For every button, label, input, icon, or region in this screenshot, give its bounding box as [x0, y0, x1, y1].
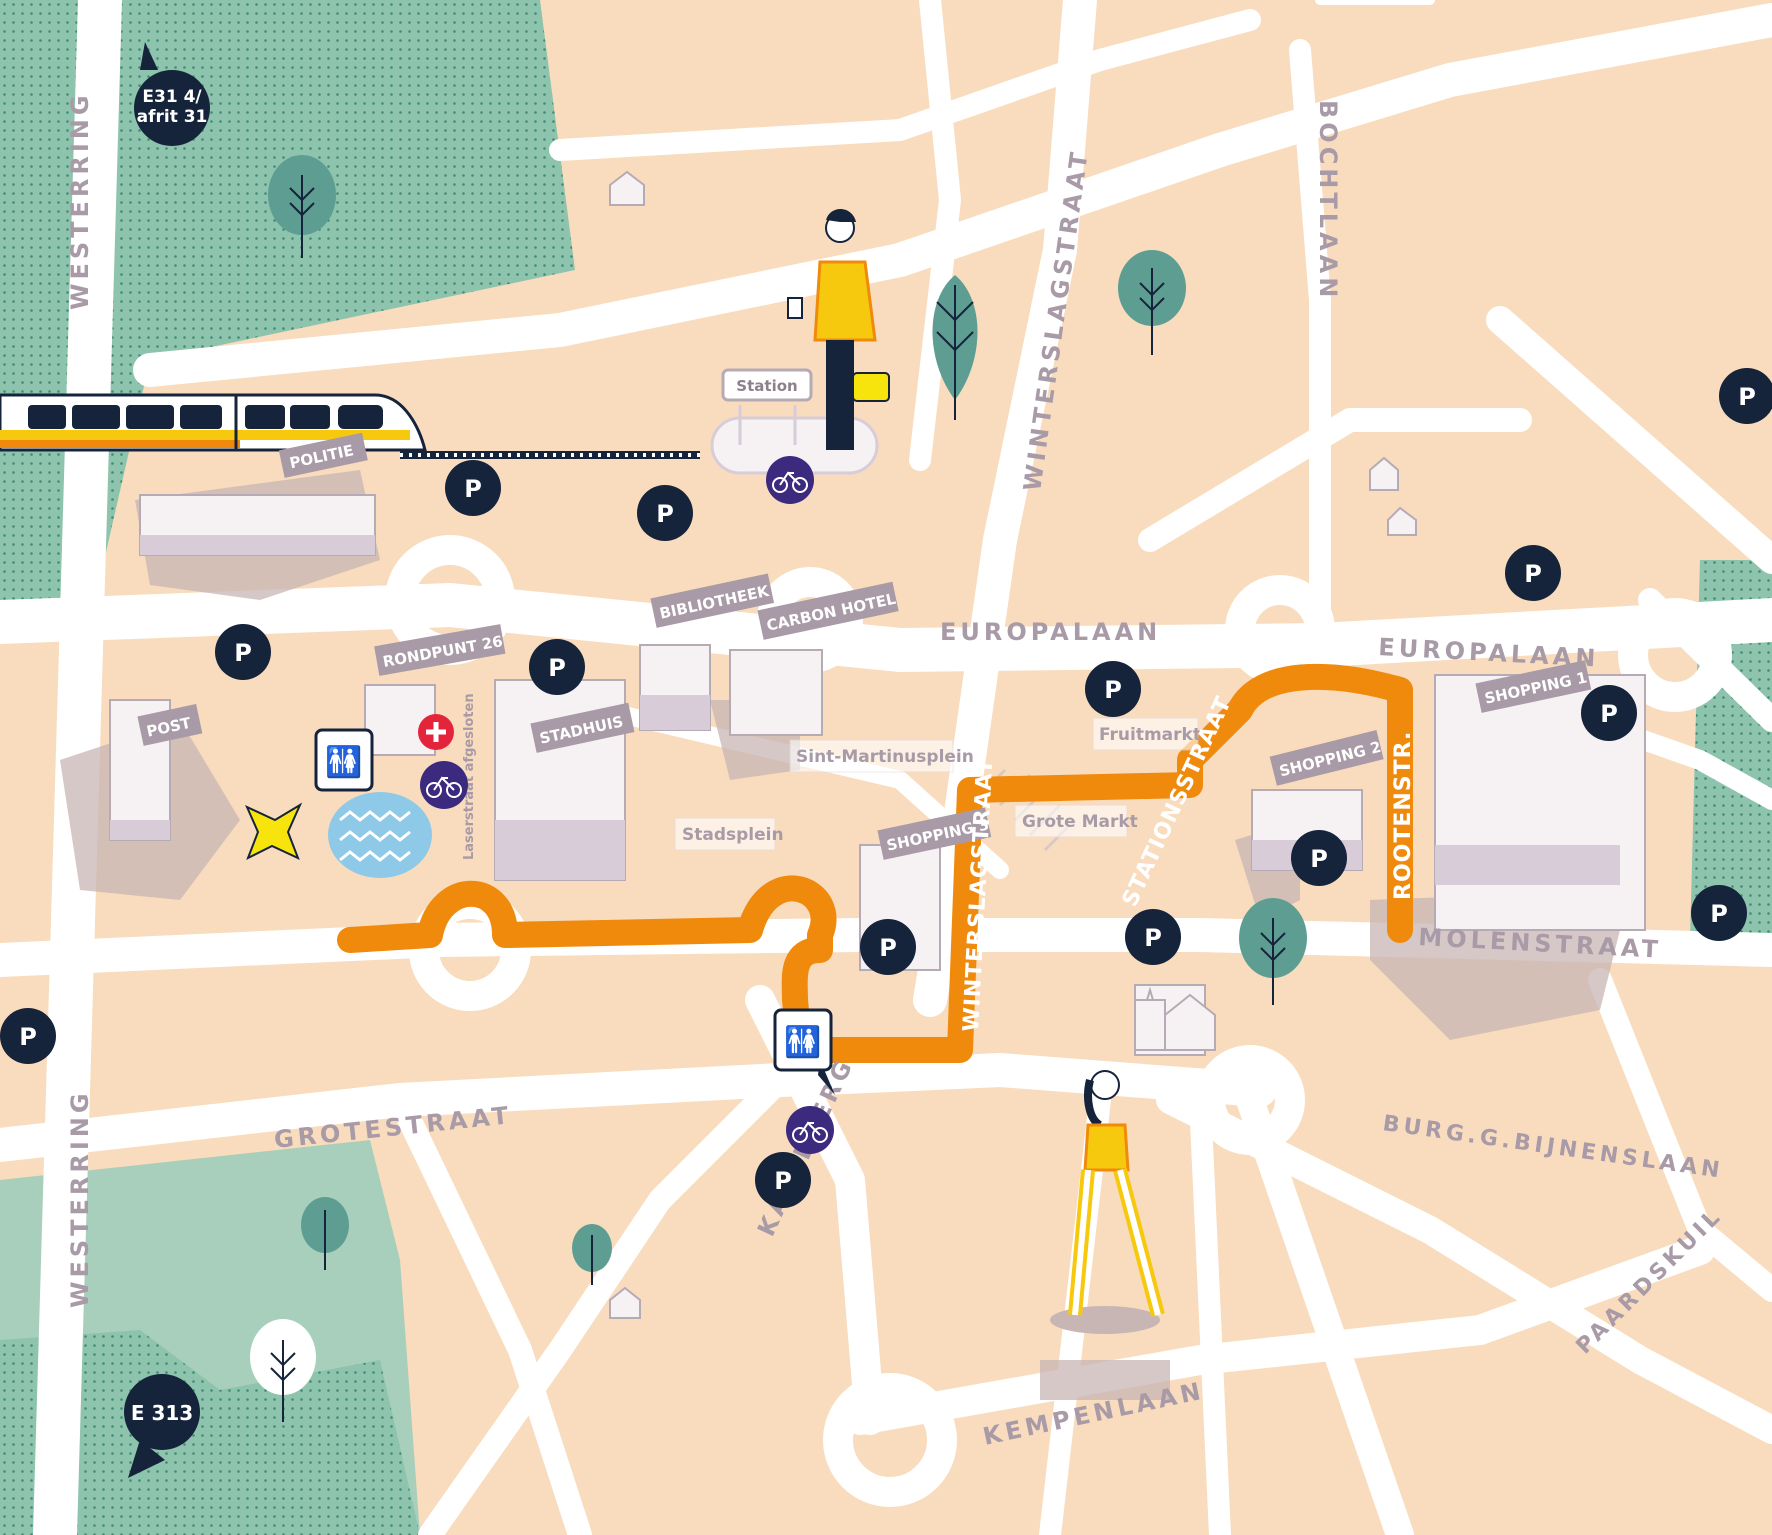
- park-northwest: [0, 0, 575, 600]
- parking-icon: P: [860, 919, 916, 975]
- toilet-icon: 🚻: [314, 728, 374, 792]
- street-westerring-bottom: WESTERRING: [66, 1089, 94, 1308]
- svg-text:P: P: [19, 1023, 37, 1051]
- man-with-coffee-figure: [787, 208, 890, 450]
- parking-icon: P: [1085, 661, 1141, 717]
- tag-post: POST: [137, 704, 203, 746]
- tree-icon: [572, 1224, 612, 1285]
- tree-icon: [932, 275, 978, 420]
- toilet-icon: 🚻: [773, 1008, 835, 1095]
- star-icon: [245, 802, 303, 861]
- tree-icon: [1118, 250, 1186, 355]
- svg-text:P: P: [464, 475, 482, 503]
- svg-text:🚻: 🚻: [325, 744, 362, 780]
- tree-icon: [250, 1319, 316, 1422]
- small-houses: [609, 170, 1417, 1319]
- svg-text:P: P: [234, 639, 252, 667]
- parking-icon: P: [1581, 685, 1637, 741]
- street-europalaan-1: EUROPALAAN: [940, 618, 1161, 646]
- svg-text:P: P: [1144, 924, 1162, 952]
- bike-icon: [766, 456, 814, 504]
- tree-icon: [1239, 898, 1307, 1005]
- trees: [250, 155, 1307, 1422]
- square-stadsplein: Stadsplein: [674, 817, 784, 851]
- svg-text:P: P: [656, 500, 674, 528]
- bike-icon: [420, 761, 468, 809]
- parking-icon: P: [1291, 830, 1347, 886]
- square-fruitmarkt: Fruitmarkt: [1092, 717, 1201, 751]
- svg-text:Grote Markt: Grote Markt: [1022, 812, 1138, 832]
- svg-text:P: P: [774, 1167, 792, 1195]
- svg-text:P: P: [1310, 845, 1328, 873]
- parking-icon: P: [1125, 909, 1181, 965]
- parking-icon: P: [445, 460, 501, 516]
- woman-walking-figure: [1050, 1070, 1165, 1334]
- svg-text:E 313: E 313: [131, 1401, 193, 1425]
- parking-icon: P: [637, 485, 693, 541]
- parking-icon: P: [1719, 368, 1772, 424]
- highway-e314-badge: E31 4/ afrit 31: [134, 42, 210, 146]
- walking-route: [337, 663, 1413, 1063]
- fountain-icon: [328, 792, 432, 878]
- first-aid-icon: [418, 714, 454, 750]
- svg-text:P: P: [548, 654, 566, 682]
- tree-icon: [268, 155, 336, 258]
- parking-icon: P: [529, 639, 585, 695]
- station-sign: [721, 368, 813, 402]
- svg-text:P: P: [1104, 676, 1122, 704]
- train-icon: [0, 393, 427, 452]
- svg-text:🚻: 🚻: [784, 1024, 821, 1060]
- square-sint-martinusplein: Sint-Martinusplein: [789, 739, 974, 773]
- street-laserstraat: Laserstraat afgesloten: [462, 693, 477, 860]
- building-carbon: [729, 649, 823, 736]
- svg-text:Stadsplein: Stadsplein: [682, 825, 784, 845]
- svg-text:E31 4/: E31 4/: [142, 87, 202, 107]
- parking-icon: P: [755, 1152, 811, 1208]
- tree-icon: [301, 1197, 349, 1270]
- svg-text:afrit 31: afrit 31: [137, 107, 208, 127]
- svg-text:P: P: [1738, 383, 1756, 411]
- svg-text:P: P: [1710, 900, 1728, 928]
- square-grote-markt: Grote Markt: [1014, 804, 1138, 838]
- street-rootenstr: ROOTENSTR.: [1391, 731, 1416, 900]
- street-bochtlaan: BOCHTLAAN: [1314, 100, 1342, 301]
- parking-icon: P: [215, 624, 271, 680]
- parking-icon: P: [0, 1008, 56, 1064]
- svg-text:P: P: [1600, 700, 1618, 728]
- station-label: Station: [736, 377, 797, 395]
- street-westerring-top: WESTERRING: [66, 91, 94, 310]
- church-icon: [1133, 986, 1216, 1051]
- svg-text:P: P: [879, 934, 897, 962]
- svg-text:Fruitmarkt: Fruitmarkt: [1099, 725, 1201, 745]
- svg-text:P: P: [1524, 560, 1542, 588]
- svg-text:Sint-Martinusplein: Sint-Martinusplein: [796, 747, 974, 767]
- parking-icon: P: [1691, 885, 1747, 941]
- parking-icon: P: [1505, 545, 1561, 601]
- highway-e313-badge: E 313: [124, 1374, 200, 1478]
- bike-icon: [786, 1106, 834, 1154]
- parking-markers: P P P P P P P P P P P P P P: [0, 368, 1772, 1208]
